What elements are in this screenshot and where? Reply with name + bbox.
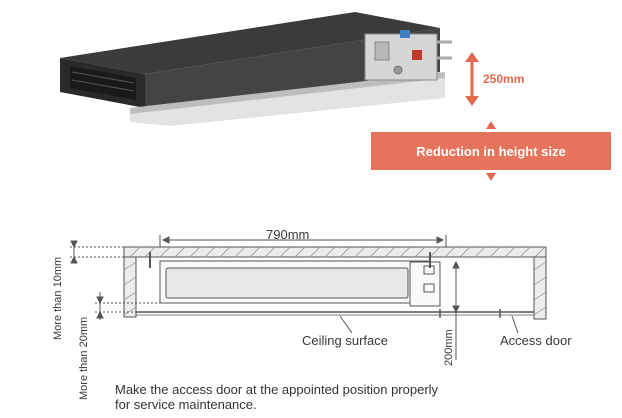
banner-arrows xyxy=(486,121,496,181)
height-label: 250mm xyxy=(483,72,525,86)
installation-diagram xyxy=(70,235,547,360)
duct-unit-image xyxy=(60,12,452,126)
note-line-1: Make the access door at the appointed po… xyxy=(115,382,439,397)
gap-200-label: 200mm xyxy=(443,329,455,366)
height-arrow xyxy=(465,52,479,106)
note-line-2: for service maintenance. xyxy=(115,397,257,412)
height-reduction-banner: Reduction in height size xyxy=(371,132,611,170)
gap-top-label: More than 10mm xyxy=(52,256,64,340)
width-dimension-label: 790mm xyxy=(266,227,310,242)
access-door-label: Access door xyxy=(500,333,572,348)
ceiling-surface-label: Ceiling surface xyxy=(302,333,388,348)
gap-bottom-label: More than 20mm xyxy=(78,316,90,400)
maintenance-note: Make the access door at the appointed po… xyxy=(115,382,438,412)
